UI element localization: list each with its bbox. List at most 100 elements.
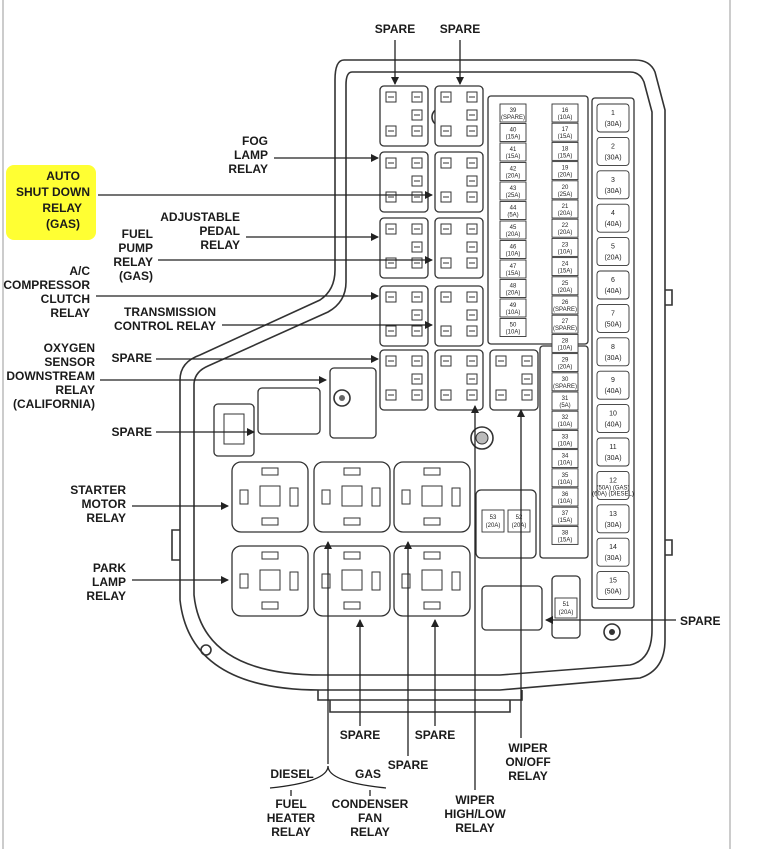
mini-fuse-25: 25(20A) <box>551 276 579 296</box>
svg-text:PARK: PARK <box>93 561 126 575</box>
svg-text:10: 10 <box>609 411 617 418</box>
cartridge-fuse-13: 13(30A) <box>596 504 630 534</box>
relay-slot-r2-c2 <box>434 151 484 213</box>
svg-text:45: 45 <box>510 225 517 231</box>
label-spare-bottom-2: SPARE <box>415 728 455 742</box>
svg-text:(15A): (15A) <box>558 134 573 140</box>
svg-text:(20A): (20A) <box>604 255 621 262</box>
svg-text:33: 33 <box>562 434 569 440</box>
svg-text:(CALIFORNIA): (CALIFORNIA) <box>13 397 95 411</box>
svg-text:6: 6 <box>611 277 615 284</box>
svg-text:(5A): (5A) <box>559 403 570 409</box>
svg-text:(30A): (30A) <box>604 522 621 529</box>
fuse-51-number: 51 <box>563 602 570 608</box>
svg-text:38: 38 <box>562 530 569 536</box>
mini-fuse-43: 43(25A) <box>499 181 527 201</box>
svg-text:4: 4 <box>611 210 615 217</box>
label-spare-right: SPARE <box>680 614 720 628</box>
svg-text:HIGH/LOW: HIGH/LOW <box>444 807 506 821</box>
svg-text:(10A): (10A) <box>558 345 573 351</box>
svg-text:28: 28 <box>562 338 569 344</box>
mini-fuse-49: 49(10A) <box>499 298 527 318</box>
svg-text:(50A) (GAS): (50A) (GAS) <box>596 485 629 491</box>
svg-text:30: 30 <box>562 377 569 383</box>
mini-fuse-31: 31(5A) <box>551 391 579 411</box>
mini-fuse-16: 16(10A) <box>551 103 579 123</box>
svg-text:(SPARE): (SPARE) <box>553 384 577 390</box>
svg-text:(20A): (20A) <box>506 174 521 180</box>
svg-text:(5A): (5A) <box>507 213 518 219</box>
svg-text:TRANSMISSION: TRANSMISSION <box>124 305 216 319</box>
svg-text:41: 41 <box>510 147 517 153</box>
svg-text:(20A): (20A) <box>506 232 521 238</box>
svg-text:STARTER: STARTER <box>70 483 126 497</box>
cartridge-fuse-4: 4 (40A) <box>596 203 630 233</box>
svg-text:(10A): (10A) <box>558 249 573 255</box>
svg-text:PUMP: PUMP <box>118 241 153 255</box>
mount-hole-right <box>603 623 621 641</box>
svg-text:(15A): (15A) <box>506 135 521 141</box>
svg-text:(25A): (25A) <box>506 193 521 199</box>
svg-text:23: 23 <box>562 242 569 248</box>
svg-text:RELAY: RELAY <box>42 201 82 215</box>
svg-text:27: 27 <box>562 319 569 325</box>
mini-fuse-48: 48(20A) <box>499 279 527 298</box>
cartridge-fuse-8: 8(30A) <box>596 337 630 367</box>
svg-text:RELAY: RELAY <box>86 511 126 525</box>
mini-fuse-45: 45(20A) <box>499 220 527 240</box>
svg-text:(10A): (10A) <box>506 310 521 316</box>
big-relay-r2-c1 <box>231 545 309 617</box>
svg-text:(40A): (40A) <box>604 221 621 228</box>
svg-text:18: 18 <box>562 146 569 152</box>
center-bolt-outer <box>470 426 494 450</box>
svg-text:19: 19 <box>562 166 569 172</box>
svg-text:(50A): (50A) <box>604 589 621 596</box>
mini-fuse-42: 42(20A) <box>499 162 527 181</box>
svg-text:(SPARE): (SPARE) <box>501 115 525 121</box>
svg-text:LAMP: LAMP <box>234 148 268 162</box>
mini-fuse-22: 22(20A) <box>551 218 579 238</box>
leader-diesel-gas-brace <box>269 765 387 789</box>
cartridge-fuse-column: 1(30A)2(30A)3(30A)4(40A)5(20A)6(40A)7(50… <box>591 97 635 609</box>
mini-fuse-38: 38(15A) <box>551 525 579 545</box>
fuse-53 <box>481 509 505 533</box>
svg-text:34: 34 <box>562 454 569 460</box>
relay-slot-r3-c2 <box>434 217 484 279</box>
svg-text:RELAY: RELAY <box>455 821 495 835</box>
svg-text:32: 32 <box>562 415 569 421</box>
label-fuel-pump-relay: FUEL PUMP RELAY (GAS) <box>113 227 153 283</box>
fuse-52 <box>507 509 531 533</box>
mini-fuse-44: 44(5A) <box>499 201 527 220</box>
svg-text:RELAY: RELAY <box>271 825 311 839</box>
svg-text:24: 24 <box>562 262 569 268</box>
label-park-lamp-relay: PARK LAMP RELAY <box>86 561 126 603</box>
svg-text:31: 31 <box>562 396 569 402</box>
mini-fuse-18: 18(15A) <box>551 141 579 161</box>
cartridge-fuse-6: 6(40A) <box>596 270 630 300</box>
svg-text:42: 42 <box>510 167 517 173</box>
fuse-51-rating: (20A) <box>559 610 574 616</box>
svg-text:43: 43 <box>510 186 517 192</box>
fuse-51 <box>554 597 578 619</box>
oxygen-sensor-relay-housing <box>329 367 377 439</box>
svg-text:(40A): (40A) <box>604 388 621 395</box>
svg-text:(10A): (10A) <box>506 252 521 258</box>
svg-text:RELAY: RELAY <box>113 255 153 269</box>
cartridge-fuse-3: 3(30A) <box>596 170 630 200</box>
svg-text:(30A): (30A) <box>604 455 621 462</box>
svg-text:39: 39 <box>510 108 517 114</box>
svg-text:(10A): (10A) <box>558 422 573 428</box>
svg-text:20: 20 <box>562 185 569 191</box>
svg-text:(15A): (15A) <box>558 269 573 275</box>
svg-text:MOTOR: MOTOR <box>82 497 127 511</box>
label-spare-top-left: SPARE <box>375 22 415 36</box>
svg-text:DOWNSTREAM: DOWNSTREAM <box>6 369 95 383</box>
svg-text:(15A): (15A) <box>558 518 573 524</box>
cartridge-fuse-14: 14(30A) <box>596 537 630 567</box>
cartridge-fuse-15: 15(50A) <box>596 571 630 601</box>
svg-text:7: 7 <box>611 310 615 317</box>
svg-text:SENSOR: SENSOR <box>44 355 95 369</box>
cartridge-fuse-5: 5(20A) <box>596 237 630 267</box>
svg-text:50: 50 <box>510 323 517 329</box>
big-relay-r2-c3 <box>393 545 471 617</box>
